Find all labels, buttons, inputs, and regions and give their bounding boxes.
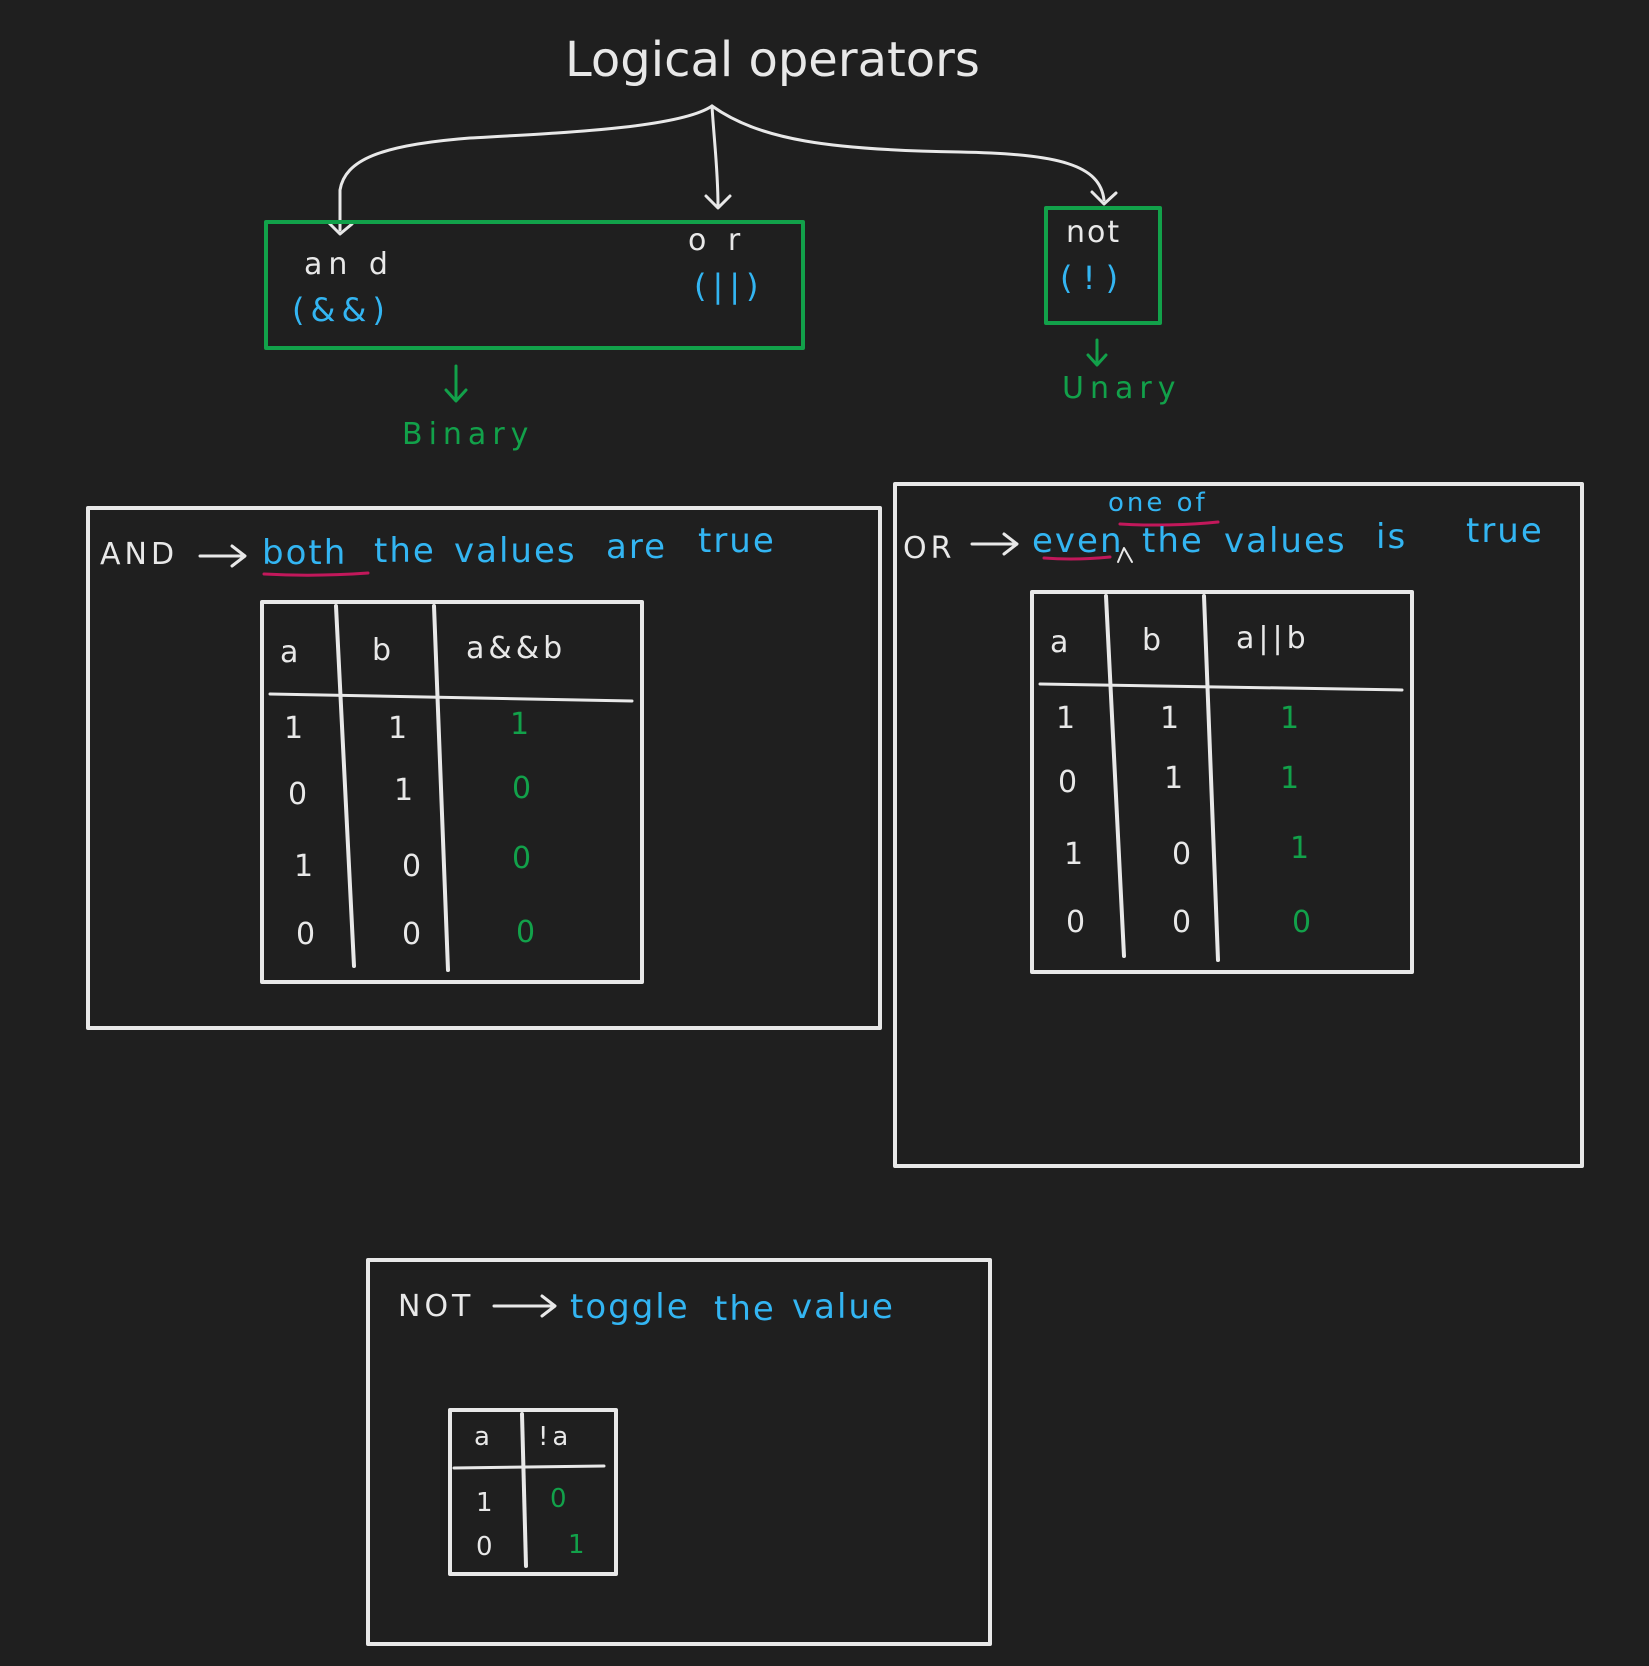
or-cell-r2-a: 0 [1058,765,1078,800]
and-cell-r2-a: 0 [288,777,308,812]
not-desc-word-1: toggle [570,1287,690,1327]
not-operator-symbol: ( ! ) [1060,259,1119,297]
and-cell-r3-result: 0 [512,841,532,876]
and-table-divider-2 [432,604,450,972]
and-underline [262,571,370,577]
not-cell-r1-a: 1 [476,1488,493,1518]
and-table-divider-1 [334,604,356,968]
not-table-header-result: !a [538,1422,573,1452]
or-underline-oneof [1118,520,1220,527]
and-desc-word-1: both [262,533,348,573]
not-cell-r2-result: 1 [568,1530,585,1560]
and-cell-r3-b: 0 [402,849,422,884]
or-cell-r4-b: 0 [1172,905,1192,940]
not-operator-name: not [1066,215,1122,250]
and-table-header-result: a&&b [466,631,567,666]
not-section-box [366,1258,992,1646]
and-arrow [198,544,247,568]
or-cell-r4-a: 0 [1066,905,1086,940]
or-section-operator: OR [903,531,956,566]
and-table-header-b: b [372,633,396,668]
not-operator-box [1044,206,1162,325]
not-desc-word-2: the [714,1289,776,1329]
not-section-operator: NOT [398,1289,475,1324]
binary-operators-box [264,220,805,350]
arrow-to-or-head [704,194,732,210]
and-desc-word-4: are [606,527,667,567]
or-caret [1117,547,1133,563]
and-desc-word-5: true [698,521,776,561]
and-cell-r4-result: 0 [516,915,536,950]
or-desc-word-3: values [1224,521,1347,561]
or-table-header-line [1038,682,1404,692]
or-table-divider-2 [1202,594,1220,962]
binary-label: Binary [402,417,535,452]
and-table-header-a: a [280,635,303,670]
or-table-border [1030,590,1414,974]
or-desc-insertion: one of [1108,488,1208,518]
or-table-divider-1 [1104,594,1126,958]
or-cell-r2-result: 1 [1280,761,1300,796]
and-cell-r2-result: 0 [512,771,532,806]
binary-arrow [444,364,468,403]
not-table-border [448,1408,618,1576]
diagram-title: Logical operators [565,32,980,88]
or-cell-r4-result: 0 [1292,905,1312,940]
unary-label: Unary [1062,371,1182,406]
or-cell-r3-result: 1 [1290,831,1310,866]
and-operator-name: an d [304,247,394,282]
and-cell-r1-b: 1 [388,711,408,746]
or-desc-word-1: even [1032,521,1124,561]
or-section-box [893,482,1584,1168]
or-cell-r3-b: 0 [1172,837,1192,872]
or-table-header-result: a||b [1236,621,1310,656]
or-operator-symbol: (||) [694,267,765,305]
unary-arrow [1086,338,1108,367]
arrow-to-or [710,104,720,208]
and-cell-r4-b: 0 [402,917,422,952]
or-arrow [970,532,1019,556]
not-desc-word-3: value [792,1287,895,1327]
not-cell-r1-result: 0 [550,1484,567,1514]
or-table-header-a: a [1050,625,1073,660]
and-operator-symbol: (&&) [292,291,391,329]
or-desc-word-5: true [1466,511,1544,551]
and-cell-r1-a: 1 [284,711,304,746]
and-cell-r3-a: 1 [294,849,314,884]
and-cell-r1-result: 1 [510,707,530,742]
not-cell-r2-a: 0 [476,1532,493,1562]
or-cell-r1-b: 1 [1160,701,1180,736]
arrow-to-and-head [326,220,354,236]
and-section-operator: AND [100,537,179,572]
and-section-box [86,506,882,1030]
and-cell-r2-b: 1 [394,773,414,808]
and-table-border [260,600,644,984]
or-desc-word-4: is [1376,517,1408,557]
arrow-to-and [338,104,714,232]
not-table-header-a: a [474,1422,490,1452]
not-table-header-line [452,1464,606,1470]
or-table-header-b: b [1142,623,1166,658]
or-operator-name: o r [688,223,747,258]
and-cell-r4-a: 0 [296,917,316,952]
or-cell-r1-result: 1 [1280,701,1300,736]
or-cell-r3-a: 1 [1064,837,1084,872]
and-desc-word-3: values [454,531,577,571]
not-table-divider [520,1412,528,1568]
and-desc-word-2: the [374,531,436,571]
or-underline-even [1042,555,1112,561]
and-table-header-line [268,692,634,703]
or-desc-word-2: the [1142,521,1204,561]
arrow-to-not-head [1090,190,1118,206]
not-arrow [492,1294,557,1318]
or-cell-r1-a: 1 [1056,701,1076,736]
or-cell-r2-b: 1 [1164,761,1184,796]
arrow-to-not [710,104,1106,202]
